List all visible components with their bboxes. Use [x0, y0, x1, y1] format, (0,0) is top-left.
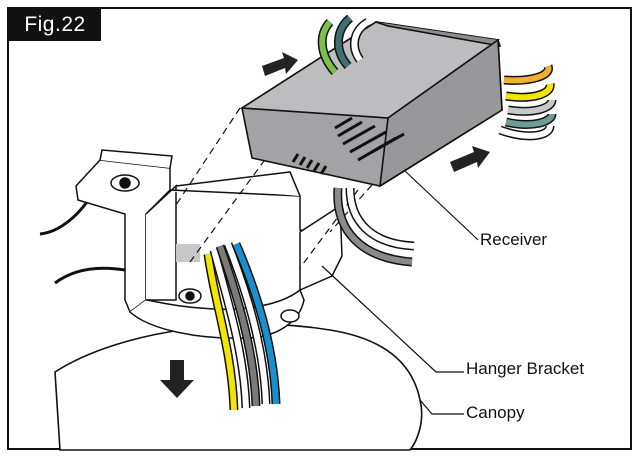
receiver: [239, 21, 503, 188]
bracket-shadow: [176, 244, 200, 262]
hanger-bracket: [75, 149, 343, 340]
canopy: [54, 323, 423, 451]
figure-number: Fig.22: [9, 9, 101, 41]
hanger-bracket-label: Hanger Bracket: [466, 359, 585, 378]
receiver-label: Receiver: [480, 230, 548, 249]
receiver-right-wires: [498, 64, 557, 141]
leader-lines: [321, 169, 479, 415]
arrow-right-icon: [262, 52, 298, 76]
arrow-down-icon: [160, 360, 194, 398]
canopy-label: Canopy: [466, 403, 525, 422]
bracket-wires: [203, 242, 281, 411]
arrow-right-icon: [450, 146, 490, 172]
